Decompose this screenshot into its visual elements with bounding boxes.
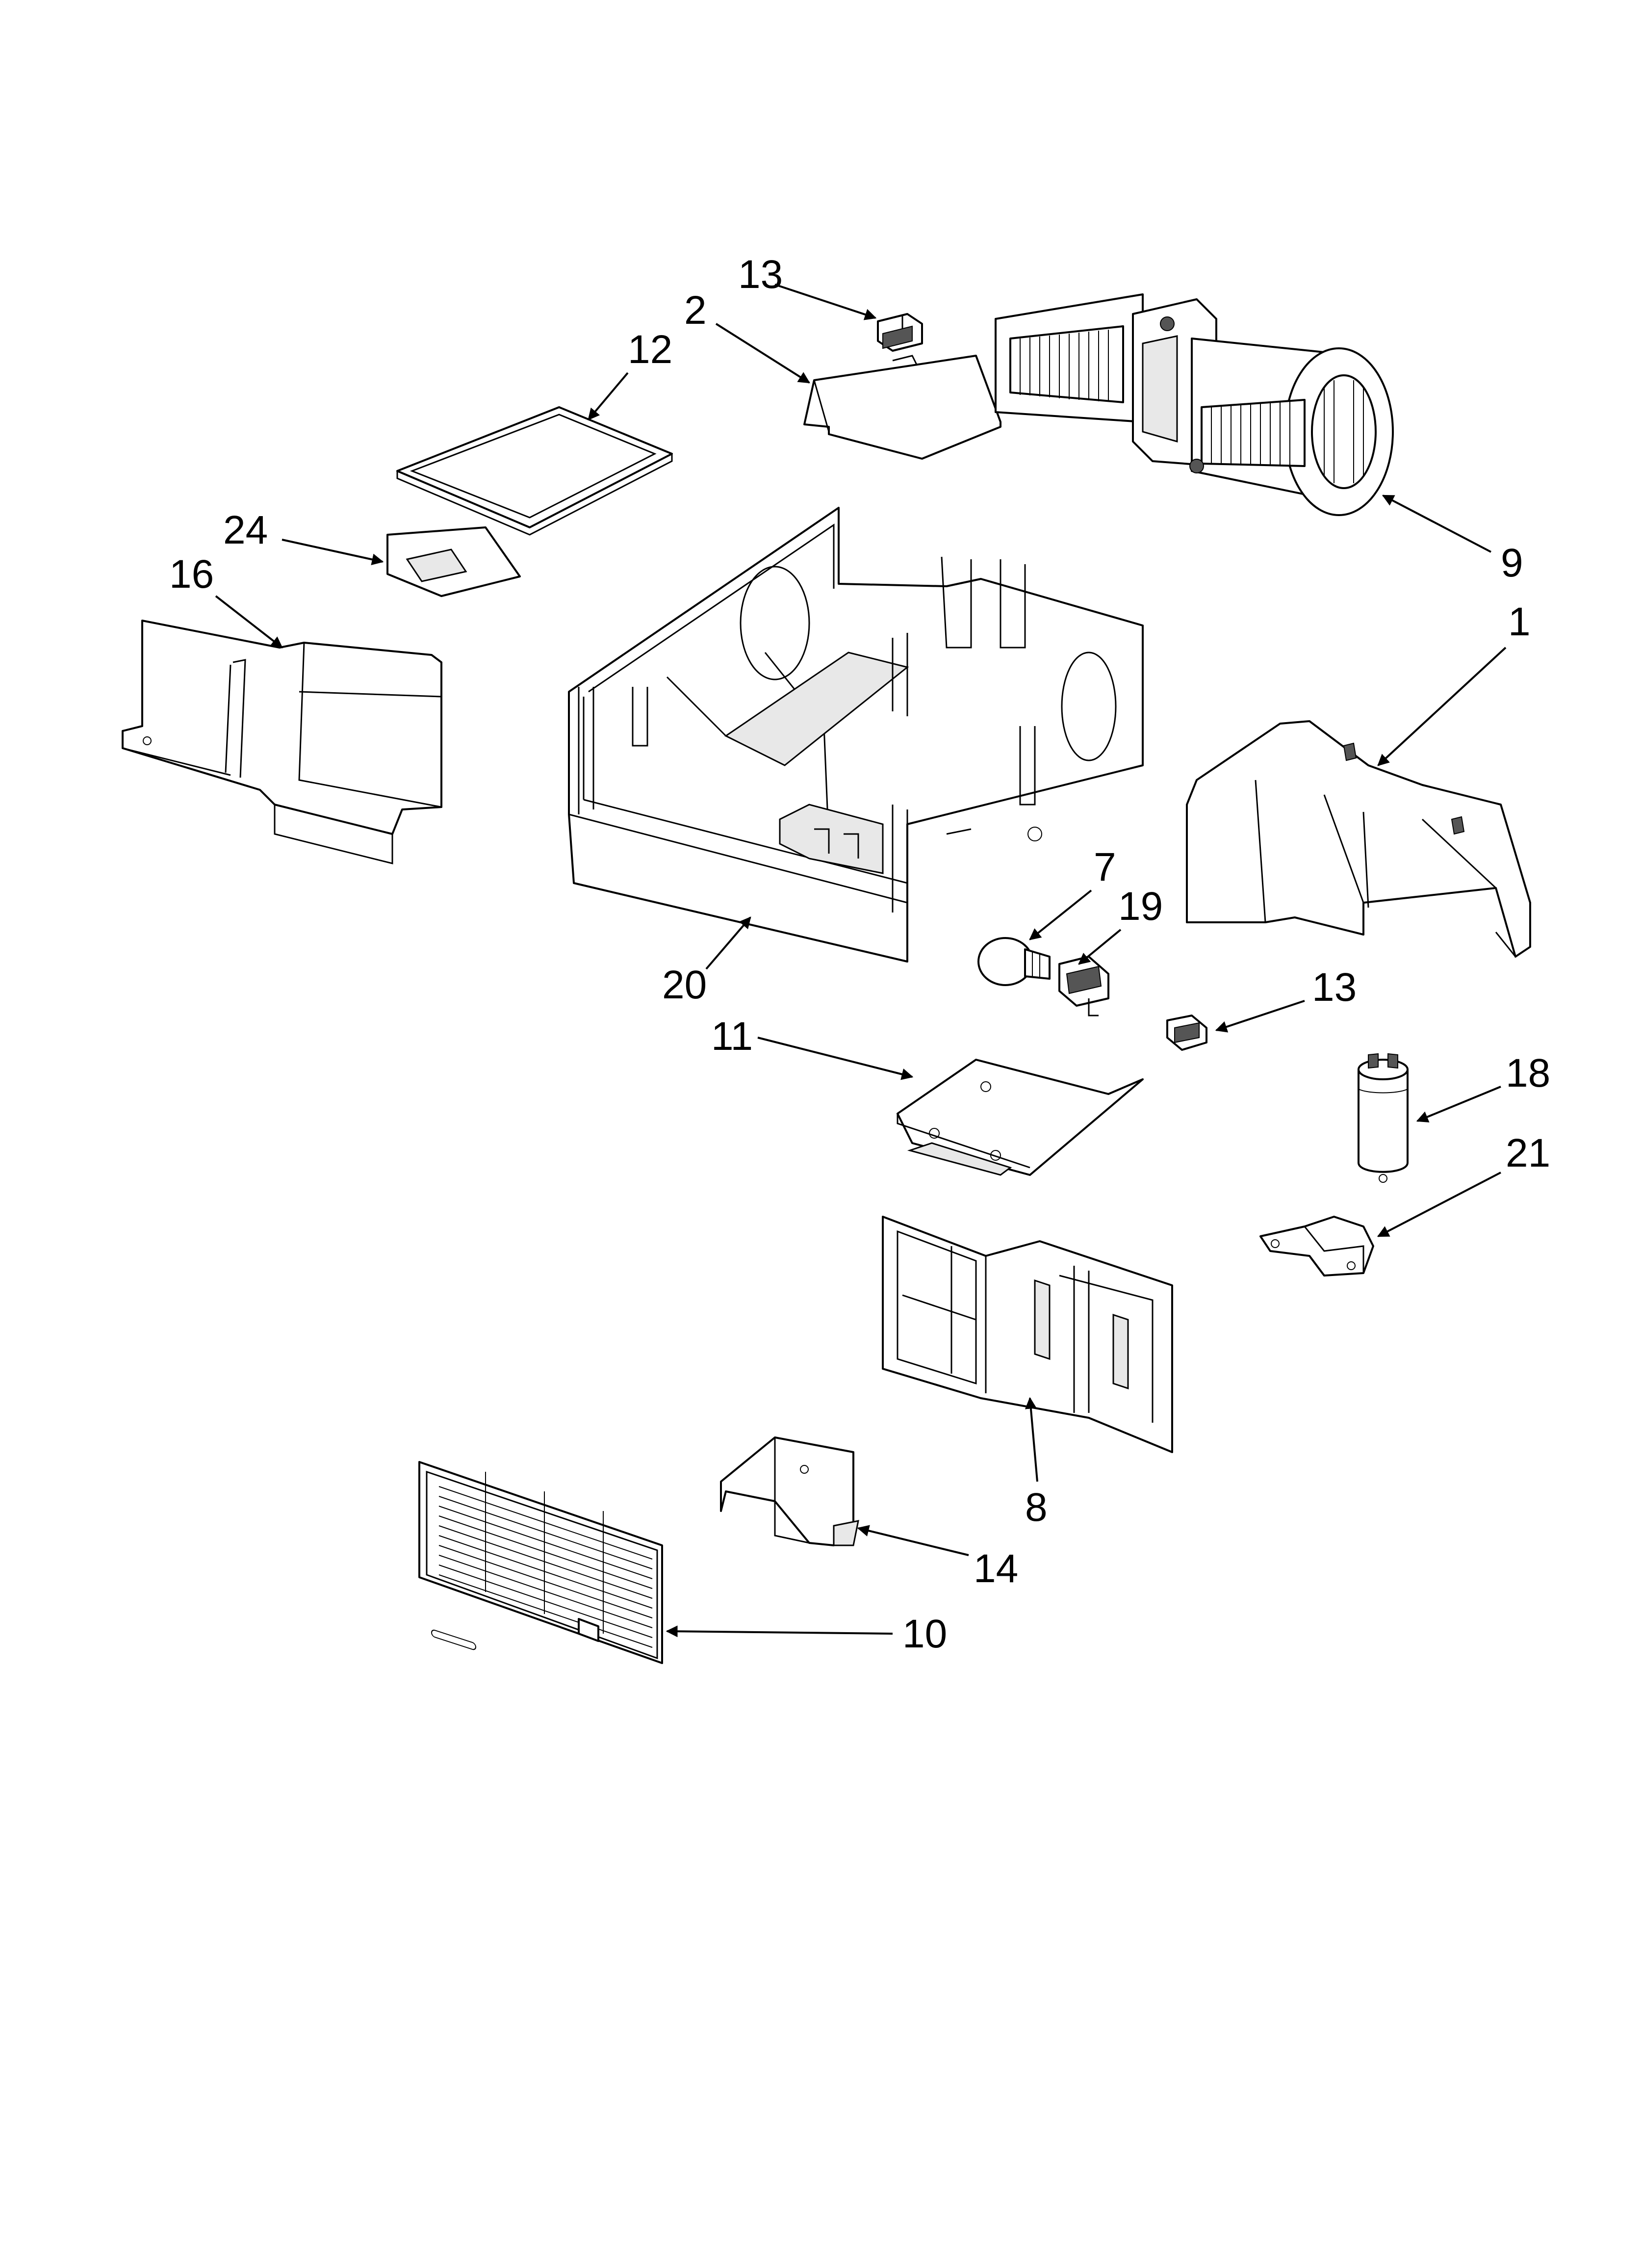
svg-text:2: 2 (684, 288, 707, 333)
svg-text:10: 10 (902, 1612, 947, 1656)
part-9-blower-motor (995, 293, 1394, 516)
svg-text:11: 11 (711, 1014, 753, 1059)
callout-2: 2 (684, 288, 811, 384)
callout-24: 24 (223, 508, 384, 566)
svg-text:16: 16 (169, 552, 214, 597)
callout-14: 14 (857, 1525, 1018, 1591)
part-18-capacitor (1358, 1053, 1409, 1183)
svg-text:18: 18 (1506, 1051, 1550, 1095)
part-7-bulb (977, 937, 1051, 986)
svg-text:9: 9 (1501, 541, 1523, 585)
svg-text:20: 20 (662, 963, 707, 1007)
part-12-filter (396, 406, 673, 536)
svg-text:24: 24 (223, 508, 268, 552)
callout-9: 9 (1382, 495, 1523, 585)
part-11-cover (897, 1059, 1144, 1176)
svg-text:14: 14 (974, 1546, 1018, 1591)
svg-text:13: 13 (1312, 965, 1357, 1010)
part-13-switch-top (877, 313, 923, 352)
svg-text:13: 13 (738, 252, 783, 297)
part-1-air-guide (1186, 720, 1531, 958)
svg-text:19: 19 (1118, 884, 1163, 929)
callout-16: 16 (169, 552, 283, 649)
part-16-duct (122, 620, 442, 864)
svg-text:1: 1 (1508, 600, 1531, 644)
callout-7: 7 (1029, 845, 1116, 940)
callout-13-lower: 13 (1215, 965, 1357, 1033)
callout-12: 12 (588, 327, 672, 420)
callout-1: 1 (1377, 600, 1531, 766)
callout-19: 19 (1078, 884, 1163, 965)
svg-text:21: 21 (1506, 1131, 1550, 1175)
callout-21: 21 (1377, 1131, 1550, 1237)
part-19-socket (1058, 956, 1109, 1017)
callout-11: 11 (711, 1014, 914, 1080)
svg-text:12: 12 (628, 327, 672, 372)
part-20-base-housing (568, 507, 1144, 963)
part-24-gasket (386, 526, 521, 597)
part-10-grille (418, 1461, 663, 1664)
part-14-shield (720, 1436, 859, 1546)
callout-8: 8 (1025, 1397, 1048, 1530)
callout-13-top: 13 (738, 252, 877, 320)
callout-10: 10 (666, 1612, 947, 1656)
part-2-shield (803, 355, 1001, 460)
callout-18: 18 (1416, 1051, 1550, 1122)
part-21-bracket (1259, 1216, 1374, 1277)
part-8-mounting-plate (882, 1216, 1173, 1453)
callout-20: 20 (662, 916, 751, 1007)
svg-text:7: 7 (1094, 845, 1116, 889)
part-13-switch-lower (1166, 1015, 1207, 1051)
svg-text:8: 8 (1025, 1485, 1048, 1530)
